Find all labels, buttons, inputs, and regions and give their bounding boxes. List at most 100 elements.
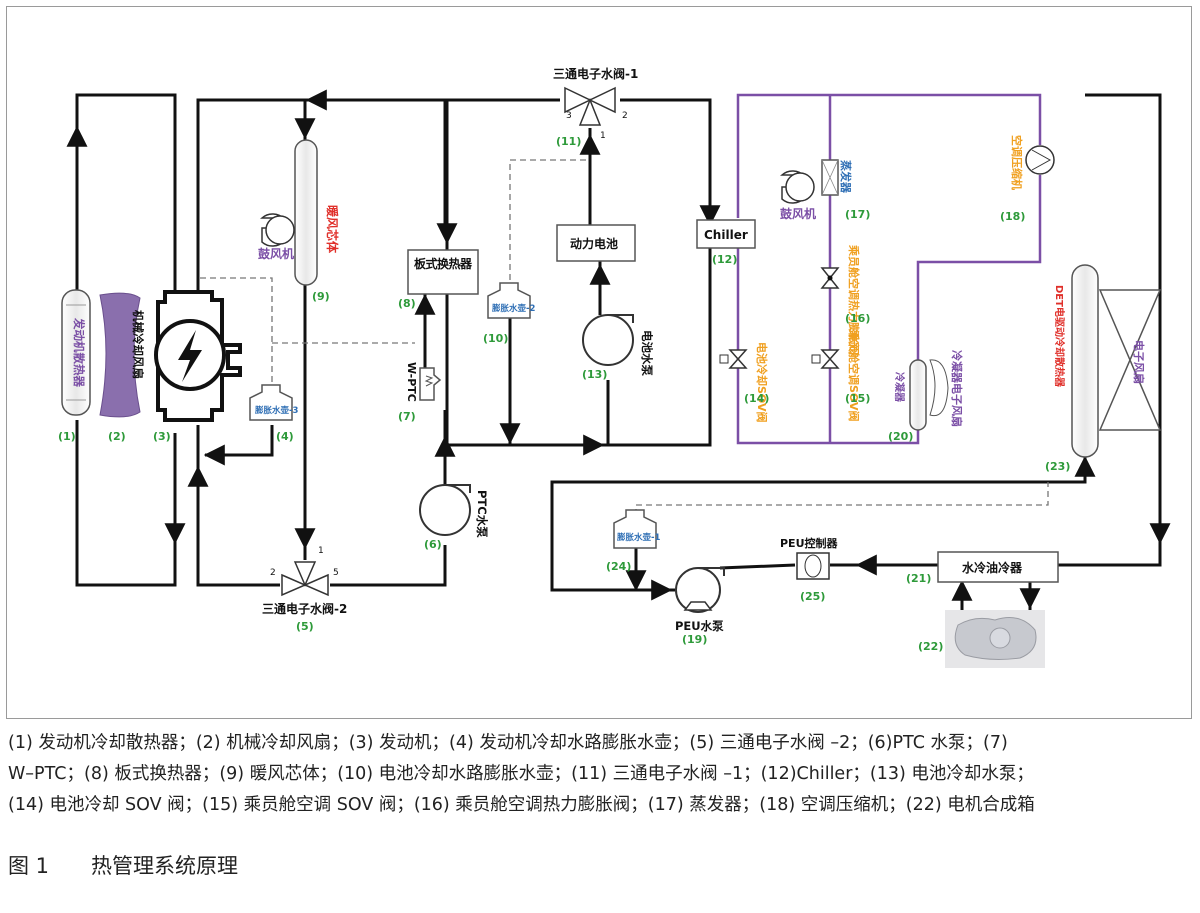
num-19: (19): [682, 633, 707, 646]
num-25: (25): [800, 590, 825, 603]
figure-title: 图 1 热管理系统原理: [8, 854, 239, 878]
motor-gearbox-image: [945, 610, 1045, 668]
peu-loop: [1085, 93, 1162, 535]
blower-b-label: 鼓风机: [780, 206, 816, 221]
blower-a-label: 鼓风机: [258, 246, 294, 261]
figure-frame: [6, 6, 1192, 719]
oil-cooler-label: 水冷油冷器: [962, 560, 1023, 575]
heater-core-label: 暖风芯体: [325, 205, 340, 254]
caption-line-2: W–PTC；(8) 板式换热器；(9) 暖风芯体；(10) 电池冷却水路膨胀水壶…: [8, 764, 1034, 784]
num-23: (23): [1045, 460, 1070, 473]
mechanical-fan: 机械冷却风扇: [99, 292, 145, 418]
det-radiator-label: DET电驱动冷却散热器: [1053, 285, 1066, 388]
cabin-txv-label: 乘员舱空调热力膨胀阀: [847, 244, 861, 355]
valve2-port-2: 2: [270, 568, 276, 578]
compressor-label: 空调压缩机: [1010, 135, 1024, 190]
valve1-port-2: 2: [622, 111, 628, 121]
oil-cooler: 水冷油冷器: [937, 551, 1059, 583]
mech-fan-label: 机械冷却风扇: [131, 310, 145, 379]
battery-loop-left: [445, 98, 712, 447]
expansion-tank-1: 膨胀水壶-1: [613, 509, 661, 549]
num-11: (11): [556, 135, 581, 148]
num-2: (2): [108, 430, 126, 443]
condenser-fan-label: 冷凝器电子风扇: [950, 350, 964, 427]
ptc-pump-label: PTC水泵: [475, 490, 489, 538]
condenser: 冷凝器 冷凝器电子风扇: [893, 350, 964, 431]
peu-pump-label: PEU水泵: [675, 619, 724, 633]
battery-sov-valve: 电池冷却SOV阀: [719, 342, 769, 423]
w-ptc: W-PTC: [405, 362, 442, 402]
cabin-txv: 乘员舱空调热力膨胀阀: [820, 244, 861, 355]
ptc-pump: PTC水泵: [419, 484, 489, 538]
engine-radiator-loop: [75, 93, 177, 587]
wptc-label: W-PTC: [405, 362, 418, 402]
engine: [154, 290, 242, 422]
num-13: (13): [582, 368, 607, 381]
battery-pump-label: 电池水泵: [640, 330, 654, 376]
num-24: (24): [606, 560, 631, 573]
power-battery: 动力电池: [556, 224, 636, 262]
valve2-title: 三通电子水阀-2: [262, 601, 347, 616]
figure-caption: (1) 发动机冷却散热器；(2) 机械冷却风扇；(3) 发动机；(4) 发动机冷…: [8, 728, 1194, 821]
evaporator-label: 蒸发器: [839, 160, 853, 194]
num-16: (16): [845, 312, 870, 325]
chiller-label: Chiller: [704, 228, 748, 242]
num-15: (15): [845, 392, 870, 405]
three-way-valve-1: 3 2 1 三通电子水阀-1: [553, 66, 638, 141]
three-way-valve-2: 2 1 5 三通电子水阀-2: [262, 546, 347, 616]
engine-radiator-label: 发动机散热器: [72, 317, 86, 387]
caption-line-3: (14) 电池冷却 SOV 阀；(15) 乘员舱空调 SOV 阀；(16) 乘员…: [8, 795, 1035, 815]
engine-radiator: 发动机散热器: [61, 289, 91, 416]
expansion-tank-3: 膨胀水壶-3: [249, 384, 299, 421]
exp-tank-2-label: 膨胀水壶-2: [491, 303, 536, 314]
plate-heat-exchanger: 板式换热器: [407, 249, 479, 295]
engine-bottom-line: [196, 425, 280, 587]
valve2-port-1: 1: [318, 546, 324, 556]
expansion-tank-2: 膨胀水壶-2: [487, 282, 536, 319]
valve1-port-3: 3: [566, 111, 572, 121]
num-7: (7): [398, 410, 416, 423]
num-3: (3): [153, 430, 171, 443]
det-radiator: DET电驱动冷却散热器 电子风扇: [1053, 264, 1162, 458]
heater-core: 暖风芯体: [294, 139, 340, 286]
lightning-icon: [178, 330, 202, 382]
valve1-right-line: [620, 98, 712, 218]
num-18: (18): [1000, 210, 1025, 223]
valve1-title: 三通电子水阀-1: [553, 66, 638, 81]
peu-controller: PEU控制器: [780, 536, 839, 580]
blower-b: 鼓风机: [780, 170, 816, 221]
controller-to-pump-line: [719, 563, 796, 570]
condenser-label: 冷凝器: [893, 372, 906, 403]
caption-line-1: (1) 发动机冷却散热器；(2) 机械冷却风扇；(3) 发动机；(4) 发动机冷…: [8, 733, 1008, 753]
battery-sov-label: 电池冷却SOV阀: [755, 342, 769, 423]
num-14: (14): [744, 392, 769, 405]
power-battery-label: 动力电池: [570, 236, 618, 251]
valve1-port-1: 1: [600, 131, 606, 141]
num-22: (22): [918, 640, 943, 653]
num-9: (9): [312, 290, 330, 303]
peu-loop-lower: [1058, 535, 1162, 567]
num-20: (20): [888, 430, 913, 443]
thermal-management-diagram: 发动机散热器 机械冷却风扇 膨胀水壶-3 暖风芯体 鼓风机 板式换热器 W-PT…: [58, 66, 1171, 668]
chiller: Chiller: [696, 219, 756, 249]
num-21: (21): [906, 572, 931, 585]
exp-tank-3-label: 膨胀水壶-3: [254, 405, 299, 416]
valve2-port-5: 5: [333, 568, 339, 578]
num-6: (6): [424, 538, 442, 551]
num-12: (12): [712, 253, 737, 266]
num-5: (5): [296, 620, 314, 633]
num-8: (8): [398, 297, 416, 310]
valve2-to-ptc-line: [330, 545, 447, 587]
battery-pump: 电池水泵: [582, 314, 654, 376]
refrigerant-lines: [736, 93, 1042, 445]
e-fan-label: 电子风扇: [1132, 340, 1146, 384]
num-17: (17): [845, 208, 870, 221]
num-4: (4): [276, 430, 294, 443]
plate-hx-label: 板式换热器: [414, 256, 473, 271]
cabin-sov-valve: 乘员舱空调SOV阀: [811, 329, 861, 422]
flow-arrows: [66, 89, 1171, 610]
exp-tank-1-label: 膨胀水壶-1: [616, 532, 661, 543]
oil-cooler-to-gearbox: [960, 582, 1032, 610]
tank3-return-line: [205, 425, 274, 457]
cabin-sov-label: 乘员舱空调SOV阀: [847, 329, 861, 422]
